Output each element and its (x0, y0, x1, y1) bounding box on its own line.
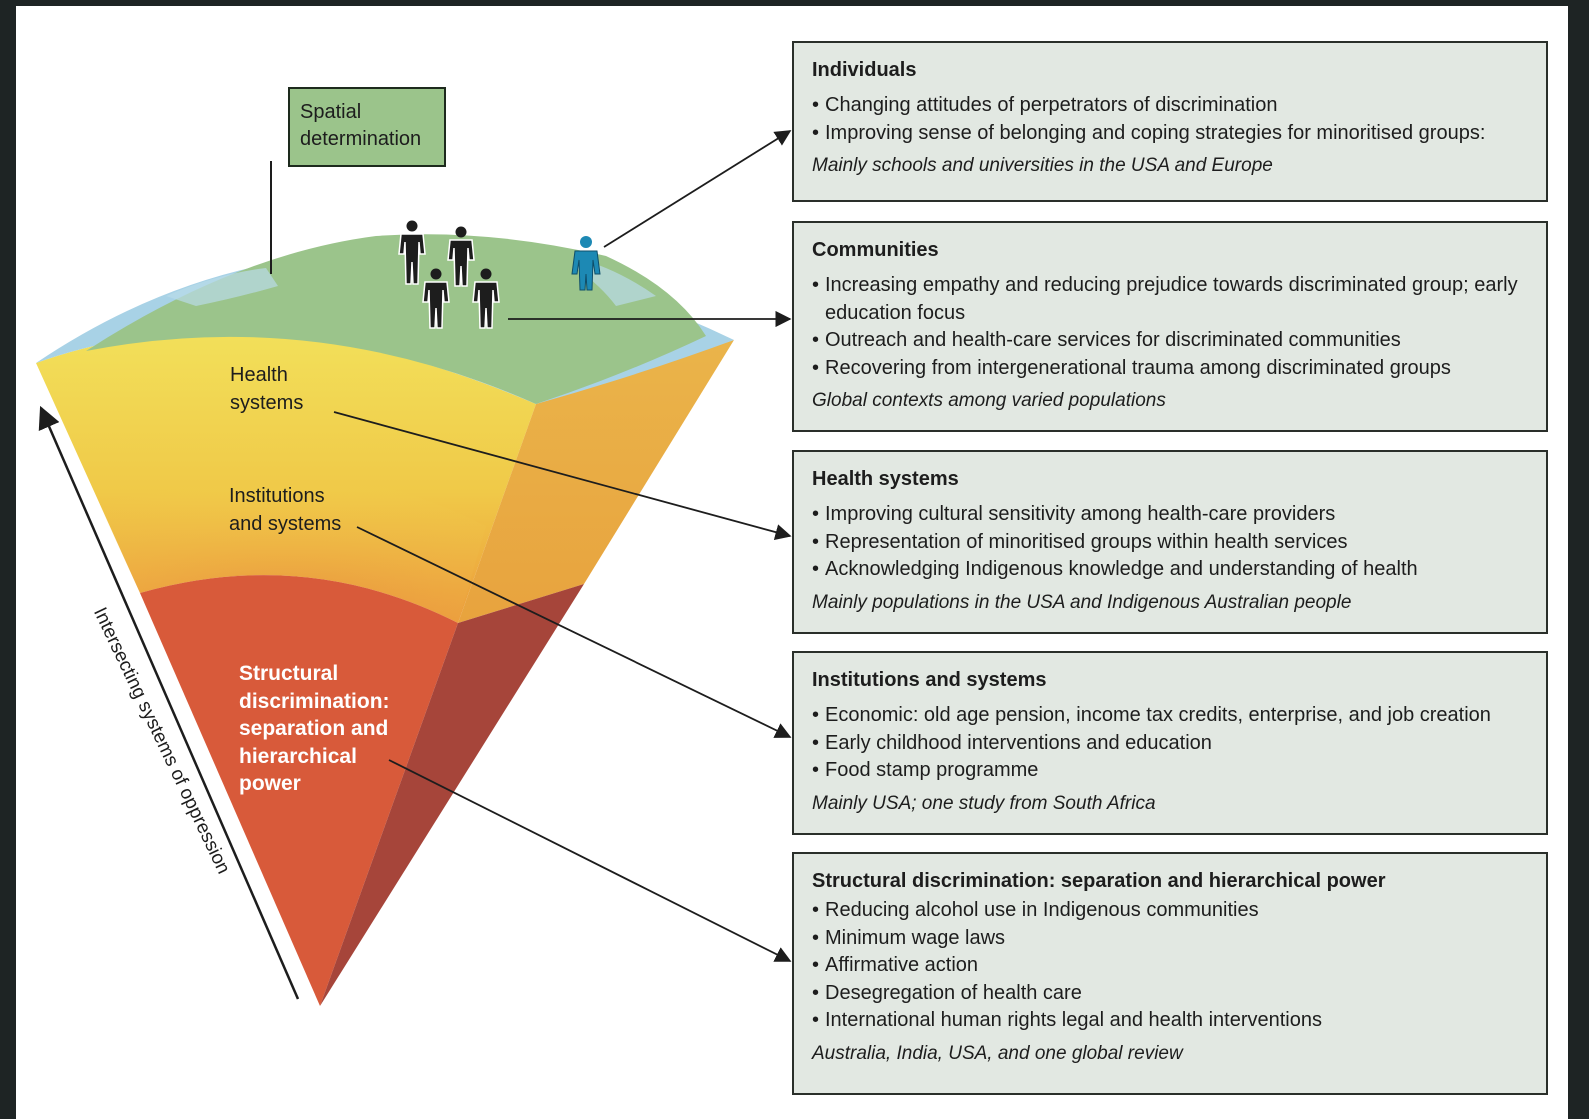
box-item: Reducing alcohol use in Indigenous commu… (812, 897, 1528, 925)
structural-core-side (320, 584, 584, 1006)
figure-canvas: Spatial determination Health systems Ins… (16, 6, 1568, 1119)
box-item-list: Increasing empathy and reducing prejudic… (812, 272, 1528, 382)
individuals-box: Individuals Changing attitudes of perpet… (792, 41, 1548, 202)
box-item-list: Reducing alcohol use in Indigenous commu… (812, 897, 1528, 1035)
arrow-health-systems (333, 411, 792, 540)
health-systems-box: Health systems Improving cultural sensit… (792, 450, 1548, 634)
box-item: Outreach and health-care services for di… (812, 327, 1528, 355)
institutions-layer-label: Institutions and systems (229, 485, 342, 535)
health-systems-layer-label: Health systems (230, 364, 304, 414)
person-icon (398, 220, 426, 285)
institutions-box: Institutions and systems Economic: old a… (792, 651, 1548, 835)
connector-arrows (333, 130, 792, 962)
layered-earth-diagram (36, 130, 792, 1006)
box-item: Changing attitudes of perpetrators of di… (812, 92, 1528, 120)
box-item: Representation of minoritised groups wit… (812, 529, 1528, 557)
box-item: Improving sense of belonging and coping … (812, 120, 1528, 148)
box-title: Individuals (812, 59, 917, 81)
structural-core-layer (140, 575, 458, 1006)
box-note: Australia, India, USA, and one global re… (812, 1042, 1183, 1064)
spatial-determination-flag: Spatial determination (288, 87, 446, 167)
arrow-institutions (356, 526, 792, 738)
box-item: Affirmative action (812, 952, 1528, 980)
box-item: Early childhood interventions and educat… (812, 730, 1528, 758)
box-item-list: Changing attitudes of perpetrators of di… (812, 92, 1528, 147)
box-item: Acknowledging Indigenous knowledge and u… (812, 556, 1528, 584)
box-note: Mainly schools and universities in the U… (812, 155, 1273, 176)
box-item: Minimum wage laws (812, 925, 1528, 953)
person-icon (422, 268, 450, 329)
health-systems-side (458, 340, 734, 623)
box-item: Recovering from intergenerational trauma… (812, 355, 1528, 383)
earth-continent-detail (166, 258, 656, 306)
box-item: International human rights legal and hea… (812, 1007, 1528, 1035)
box-title: Institutions and systems (812, 669, 1047, 691)
box-title: Communities (812, 239, 939, 261)
box-item: Food stamp programme (812, 757, 1528, 785)
box-note: Mainly populations in the USA and Indige… (812, 591, 1352, 613)
arrow-individuals (603, 130, 792, 248)
structural-core-label: Structural discrimination: separation an… (239, 662, 390, 795)
box-item-list: Economic: old age pension, income tax cr… (812, 702, 1528, 785)
oppression-axis-arrow (38, 405, 300, 1000)
box-title: Structural discrimination: separation an… (812, 870, 1386, 892)
box-item: Increasing empathy and reducing prejudic… (812, 272, 1528, 327)
individual-person-icon (571, 236, 601, 291)
box-item: Economic: old age pension, income tax cr… (812, 702, 1528, 730)
community-people (398, 220, 500, 329)
structural-discrimination-box: Structural discrimination: separation an… (792, 852, 1548, 1095)
box-note: Global contexts among varied populations (812, 390, 1166, 411)
institutions-glow (86, 463, 486, 623)
box-item: Desegregation of health care (812, 980, 1528, 1008)
arrow-structural (388, 759, 792, 962)
person-icon (447, 226, 475, 287)
box-title: Health systems (812, 468, 959, 490)
person-icon (472, 268, 500, 329)
box-item-list: Improving cultural sensitivity among hea… (812, 501, 1528, 584)
box-item: Improving cultural sensitivity among hea… (812, 501, 1528, 529)
communities-box: Communities Increasing empathy and reduc… (792, 221, 1548, 432)
box-note: Mainly USA; one study from South Africa (812, 792, 1156, 814)
